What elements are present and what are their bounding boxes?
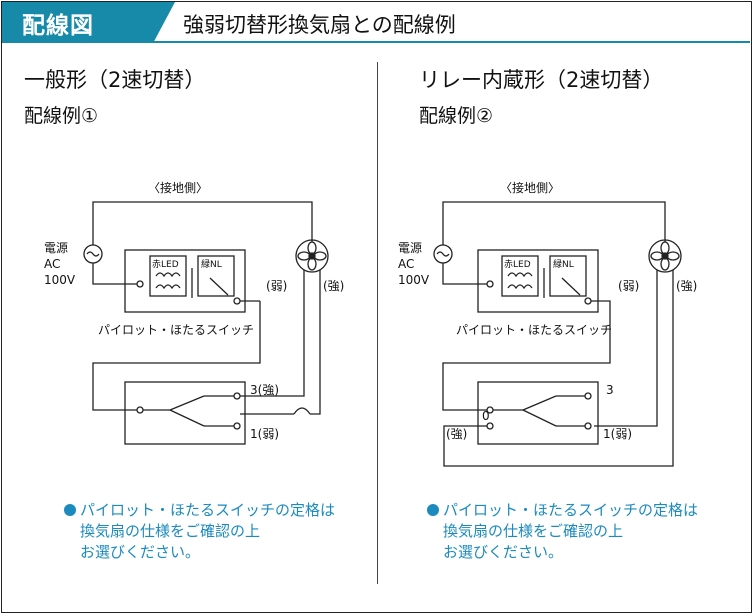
left-wiring-diagram: 〈接地側〉 電源 AC 100V 赤LED 緑NL パイロット・ほたるスイッチ … bbox=[44, 180, 344, 445]
left-strong-label: (強) bbox=[323, 279, 344, 293]
right-note-bullet-icon bbox=[427, 504, 439, 516]
header-title: 強弱切替形換気扇との配線例 bbox=[183, 13, 456, 37]
header-tab bbox=[2, 2, 175, 41]
right-red-led-label: 赤LED bbox=[504, 259, 531, 270]
left-note: パイロット・ほたるスイッチの定格は 換気扇の仕様をご確認の上 お選びください。 bbox=[64, 500, 335, 563]
right-ground-wire bbox=[442, 201, 666, 245]
right-wiring-diagram: 〈接地側〉 電源 AC 100V 赤LED 緑NL パイロット・ほたるスイッチ … bbox=[398, 180, 697, 467]
left-panel-subtitle: 配線例① bbox=[24, 105, 99, 127]
right-terminal-3-label: 3 bbox=[606, 383, 614, 397]
right-strong-label: (強) bbox=[676, 279, 697, 293]
panel-divider bbox=[377, 62, 378, 584]
header-rule bbox=[2, 41, 750, 43]
right-pilot-switch-label: パイロット・ほたるスイッチ bbox=[456, 323, 612, 337]
right-fan-icon bbox=[648, 239, 682, 273]
right-power-label-1: 電源 bbox=[398, 241, 422, 255]
left-pilot-switch-label: パイロット・ほたるスイッチ bbox=[98, 323, 254, 337]
right-green-nl-label: 緑NL bbox=[553, 258, 574, 270]
right-note: パイロット・ほたるスイッチの定格は 換気扇の仕様をご確認の上 お選びください。 bbox=[427, 500, 698, 563]
right-power-label-2: AC bbox=[398, 257, 414, 271]
left-green-nl-label: 緑NL bbox=[201, 258, 222, 270]
right-strong-left-label: (強) bbox=[446, 427, 467, 441]
left-power-label-1: 電源 bbox=[44, 241, 68, 255]
left-red-led-label: 赤LED bbox=[152, 259, 179, 270]
right-panel-subtitle: 配線例② bbox=[419, 105, 494, 127]
left-power-label-3: 100V bbox=[44, 273, 76, 287]
right-weak-label: (弱) bbox=[618, 279, 639, 293]
right-terminal-0-label: 0 bbox=[482, 409, 490, 423]
header-tab-label: 配線図 bbox=[22, 13, 94, 39]
right-terminal-weak-label: 1(弱) bbox=[603, 427, 632, 441]
left-power-label-2: AC bbox=[44, 257, 60, 271]
right-power-label-3: 100V bbox=[398, 273, 430, 287]
left-ground-wire bbox=[92, 201, 313, 245]
left-weak-label: (弱) bbox=[266, 279, 287, 293]
right-three-way-switch-box bbox=[477, 381, 599, 445]
left-note-bullet-icon bbox=[64, 504, 76, 516]
right-ground-label: 〈接地側〉 bbox=[500, 180, 560, 195]
left-three-way-switch-box bbox=[124, 381, 246, 445]
left-pilot-switch-box bbox=[124, 249, 246, 313]
left-note-line-1: パイロット・ほたるスイッチの定格は bbox=[80, 501, 336, 519]
right-note-line-1: パイロット・ほたるスイッチの定格は bbox=[443, 501, 699, 519]
left-fan-icon bbox=[295, 239, 329, 273]
right-note-line-3: お選びください。 bbox=[443, 543, 564, 561]
right-note-line-2: 換気扇の仕様をご確認の上 bbox=[443, 522, 624, 540]
left-terminal-strong-label: 3(強) bbox=[250, 383, 279, 397]
right-panel-title: リレー内蔵形（2速切替） bbox=[419, 68, 664, 92]
right-pilot-switch-box bbox=[477, 249, 599, 313]
left-panel-title: 一般形（2速切替） bbox=[24, 68, 206, 92]
left-note-line-2: 換気扇の仕様をご確認の上 bbox=[80, 522, 261, 540]
left-terminal-weak-label: 1(弱) bbox=[250, 427, 279, 441]
left-ground-label: 〈接地側〉 bbox=[148, 180, 208, 195]
left-note-line-3: お選びください。 bbox=[80, 543, 201, 561]
